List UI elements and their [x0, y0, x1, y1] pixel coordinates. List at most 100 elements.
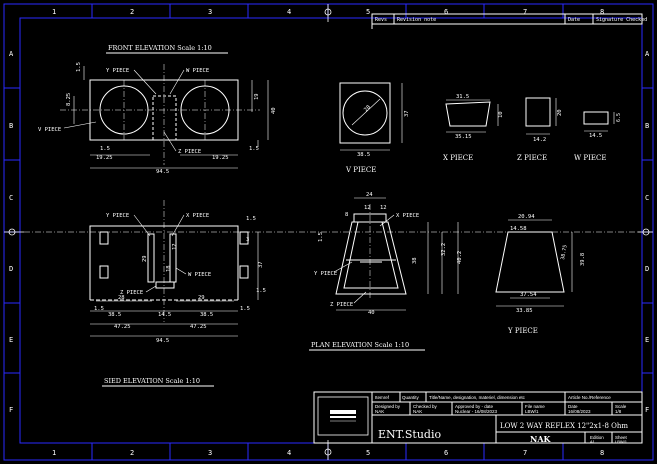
col-label: 3 [208, 8, 212, 16]
row-label: E [9, 336, 13, 344]
callout-w-piece: W PIECE [186, 68, 209, 74]
dim-label: 1.5 [240, 306, 250, 312]
x-piece-title: X PIECE [443, 154, 473, 162]
callout-z-piece: Z PIECE [120, 290, 143, 296]
dim-label: 38.75 [560, 244, 569, 260]
dim-label: 19.25 [212, 155, 229, 161]
view-titles: FRONT ELEVATION Scale 1:10 V PIECE X PIE… [102, 44, 606, 387]
dim-label: 8 [345, 212, 348, 218]
studio-name: ENT.Studio [378, 428, 441, 441]
dim-label: 1.5 [246, 216, 256, 222]
dim-label: 94.5 [156, 338, 169, 344]
tb-designed-by: NAK [375, 409, 384, 414]
plan-callouts: X PIECE Y PIECE Z PIECE [314, 213, 419, 308]
y-piece-title: Y PIECE [507, 327, 538, 335]
z-piece-title: Z PIECE [517, 154, 547, 162]
row-label: C [645, 194, 649, 202]
tb-designed-by-label: Designed by [375, 404, 401, 409]
row-label: A [645, 50, 650, 58]
dim-label: 28 [363, 104, 372, 113]
front-elevation-title: FRONT ELEVATION Scale 1:10 [108, 44, 212, 52]
callout-x-piece: X PIECE [396, 213, 419, 219]
row-label: D [645, 265, 649, 273]
dim-label: 47.25 [114, 324, 131, 330]
dim-label: 33.85 [516, 308, 533, 314]
dim-label: 40 [271, 107, 277, 114]
frame-labels: 1 2 3 4 5 6 7 8 1 2 3 4 5 6 7 8 A B C D … [9, 8, 650, 457]
col-label: 5 [366, 449, 370, 457]
plan-elevation-drawing [335, 204, 407, 300]
col-label: 7 [523, 8, 527, 16]
tb-article-label: Article No./Reference [568, 395, 611, 400]
project-title: LOW 2 WAY REFLEX 12"2x1-8 Ohm [500, 422, 628, 430]
callout-y-piece: Y PIECE [106, 68, 129, 74]
row-label: C [9, 194, 13, 202]
front-elevation-drawing [60, 64, 260, 165]
rev-date-label: Date [568, 17, 580, 23]
z-piece-drawing: 14.2 20 [525, 97, 563, 143]
dim-label: 29 [142, 255, 148, 262]
dim-label: 38.5 [200, 312, 213, 318]
side-callouts: Y PIECE X PIECE W PIECE Z PIECE [106, 213, 211, 296]
front-dimensions: 1.5 8.25 19 40 1.5 19.25 19.25 1.5 94.5 [66, 62, 277, 175]
tb-file: LBW/1 [525, 409, 539, 414]
dim-label: 38.5 [357, 152, 370, 158]
row-label: B [645, 122, 649, 130]
v-piece-drawing: 28 37 38.5 [339, 82, 410, 158]
col-label: 6 [444, 449, 448, 457]
project-owner: NAK [530, 434, 552, 444]
dim-label: 1.5 [76, 62, 82, 72]
dim-label: 35.15 [455, 134, 472, 140]
v-piece-title: V PIECE [345, 166, 376, 174]
rev-note-label: Revision note [397, 17, 436, 23]
callout-z-piece: Z PIECE [178, 149, 201, 155]
dim-label: 39.8 [580, 253, 586, 266]
dim-label: 14.5 [589, 133, 602, 139]
dim-label: 14.2 [533, 137, 546, 143]
dim-label: 12 [364, 205, 371, 211]
dim-label: 8.25 [66, 93, 72, 106]
dim-label: 1.5 [256, 288, 266, 294]
dim-label: 10 [498, 111, 504, 118]
col-label: 2 [130, 8, 134, 16]
tb-approved: Nuclear - 16/08/2023 [455, 409, 498, 414]
side-dimensions: 1.5 3 37 29 18 12 1.5 28 29 1.5 38.5 14.… [90, 216, 266, 344]
dim-label: 19.25 [96, 155, 113, 161]
callout-z-piece: Z PIECE [330, 302, 353, 308]
tb-edition-label: Edition [590, 435, 604, 440]
dim-label: 1.5 [100, 146, 110, 152]
row-label: D [9, 265, 13, 273]
col-label: 5 [366, 8, 370, 16]
studio-logo [317, 396, 369, 436]
callout-w-piece: W PIECE [188, 272, 211, 278]
dim-label: 38.5 [108, 312, 121, 318]
col-label: 4 [287, 449, 291, 457]
dim-label: 20 [557, 109, 563, 116]
tb-approved-label: Approved by - date [455, 404, 494, 409]
dim-label: 47.25 [190, 324, 207, 330]
dim-label: 29 [198, 295, 205, 301]
plan-elevation-title: PLAN ELEVATION Scale 1:10 [311, 341, 409, 349]
title-block [313, 391, 643, 444]
callout-y-piece: Y PIECE [314, 271, 337, 277]
w-piece-title: W PIECE [574, 154, 606, 162]
callout-v-piece: V PIECE [38, 127, 61, 133]
dim-label: 38 [412, 257, 418, 264]
dim-label: 1.5 [318, 232, 324, 242]
col-label: 1 [52, 8, 56, 16]
x-piece-drawing: 31.5 10 35.15 [445, 94, 504, 140]
sied-elevation-title: SIED ELEVATION Scale 1:10 [104, 377, 200, 385]
dim-label: 40.2 [457, 251, 463, 264]
title-block-text: Itemref Quantity Title/Name, designation… [375, 395, 628, 444]
dim-label: 18 [166, 265, 172, 272]
col-label: 6 [444, 8, 448, 16]
rev-signature-label: Signature Checked [596, 17, 647, 23]
col-label: 3 [208, 449, 212, 457]
tb-date-label: Date [568, 404, 578, 409]
callout-y-piece: Y PIECE [106, 213, 129, 219]
dim-label: 12 [380, 205, 387, 211]
tb-checked-by-label: Checked by [413, 404, 438, 409]
row-label: A [9, 50, 14, 58]
row-label: B [9, 122, 13, 130]
